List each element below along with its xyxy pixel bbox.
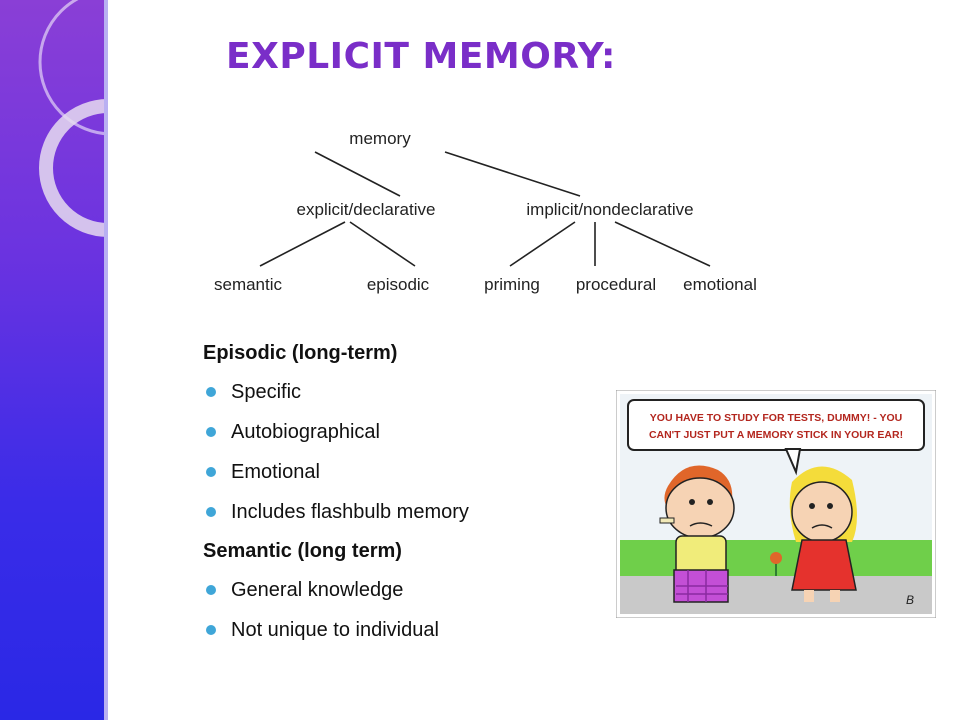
- slide-title: EXPLICIT MEMORY:: [226, 36, 616, 77]
- node-procedural: procedural: [576, 275, 656, 294]
- node-priming: priming: [484, 275, 540, 294]
- section-heading-semantic: Semantic (long term): [203, 540, 402, 562]
- bullet-item: Autobiographical: [203, 412, 603, 452]
- section-heading-episodic: Episodic (long-term): [203, 342, 398, 364]
- node-semantic: semantic: [214, 275, 283, 294]
- bullet-dot-icon: [206, 585, 216, 595]
- edge-memory-implicit: [444, 151, 581, 197]
- bullet-dot-icon: [206, 467, 216, 477]
- sidewalk: [620, 576, 932, 614]
- edge-explicit-semantic: [259, 221, 346, 267]
- bullet-item: Specific: [203, 372, 603, 412]
- speech-line-1: YOU HAVE TO STUDY FOR TESTS, DUMMY! - YO…: [650, 412, 902, 424]
- decorative-circles-graphic: [38, 0, 108, 237]
- circle-ring-large: [38, 0, 108, 136]
- boy-character: [659, 465, 735, 603]
- bullet-dot-icon: [206, 507, 216, 517]
- bullet-dot-icon: [206, 427, 216, 437]
- speech-bubble: [627, 399, 925, 451]
- node-implicit-nondeclarative: implicit/nondeclarative: [526, 200, 693, 219]
- girl-character: [789, 466, 857, 602]
- bullet-item: Includes flashbulb memory: [203, 492, 603, 532]
- edge-implicit-emotional: [614, 221, 711, 267]
- bullet-dot-icon: [206, 625, 216, 635]
- speech-line-2: CAN'T JUST PUT A MEMORY STICK IN YOUR EA…: [649, 429, 903, 441]
- edge-memory-explicit: [314, 151, 401, 197]
- cartoon-signature: B: [906, 593, 914, 607]
- node-emotional: emotional: [683, 275, 757, 294]
- bullet-content: Episodic (long-term) Specific Autobiogra…: [203, 334, 603, 650]
- edge-implicit-priming: [509, 221, 576, 267]
- memory-tree-diagram: memory explicit/declarative implicit/non…: [214, 129, 757, 294]
- bullet-item: General knowledge: [203, 570, 603, 610]
- sidebar-edge: [104, 0, 108, 720]
- node-memory: memory: [349, 129, 411, 148]
- node-episodic: episodic: [367, 275, 430, 294]
- bullet-item: Emotional: [203, 452, 603, 492]
- edge-explicit-episodic: [349, 221, 416, 267]
- bullet-dot-icon: [206, 387, 216, 397]
- speech-bubble-tail: [784, 448, 802, 476]
- cartoon-illustration: YOU HAVE TO STUDY FOR TESTS, DUMMY! - YO…: [616, 390, 936, 618]
- flower-icon: [770, 552, 782, 576]
- circle-ring-thick: [39, 99, 108, 237]
- node-explicit-declarative: explicit/declarative: [297, 200, 436, 219]
- sidebar-decoration: [0, 0, 108, 720]
- bullet-item: Not unique to individual: [203, 610, 603, 650]
